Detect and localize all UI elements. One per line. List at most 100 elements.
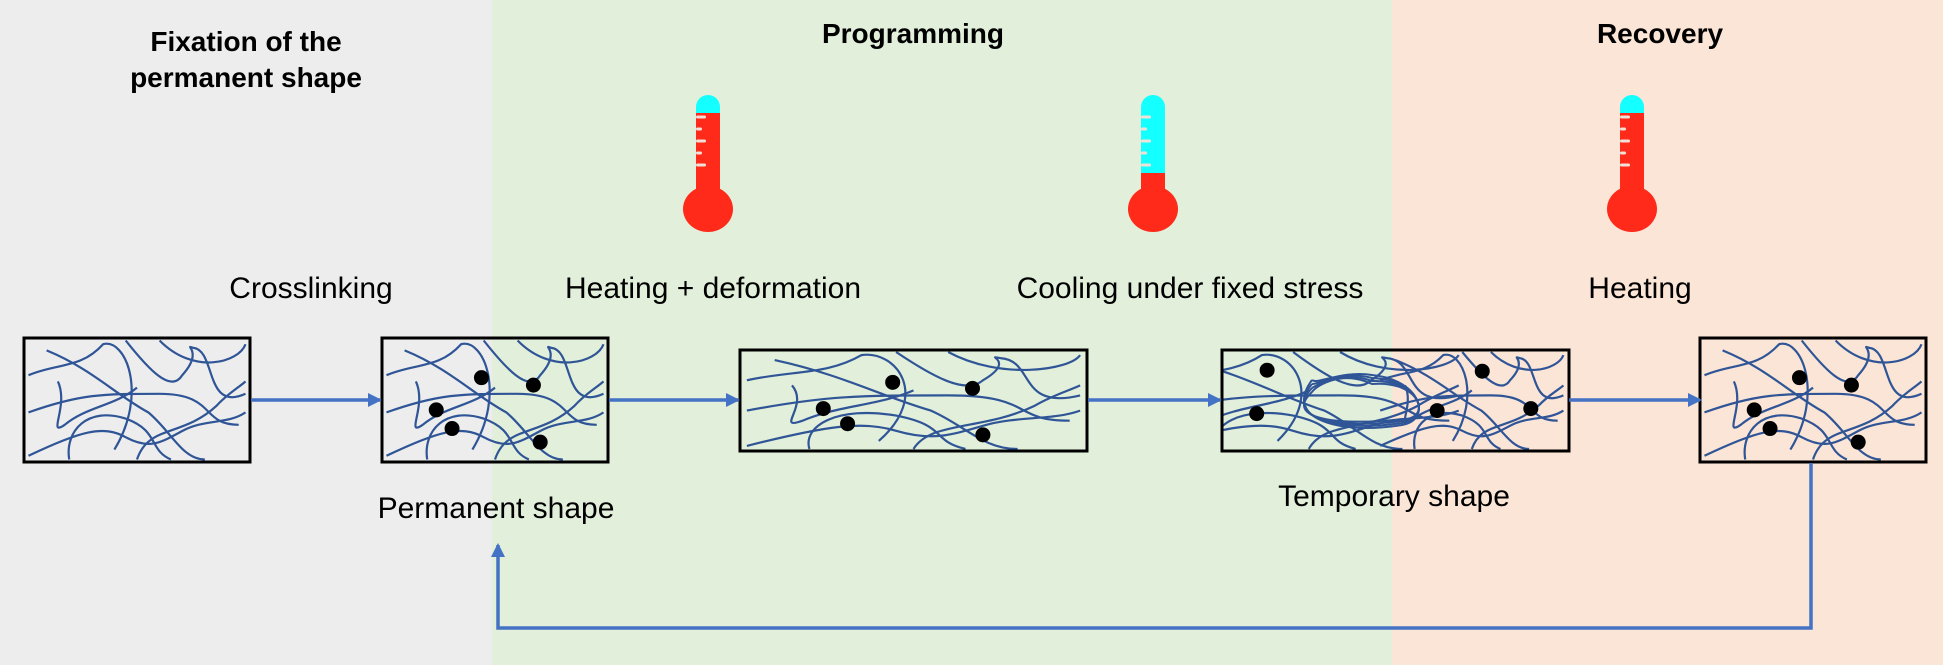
recovery-zone	[1392, 0, 1943, 665]
polymer-chain	[425, 414, 530, 461]
temporary-shape-network	[1220, 348, 1571, 453]
polymer-chain	[414, 380, 496, 429]
polymer-chain	[746, 394, 1070, 422]
polymer-chain	[1379, 353, 1469, 442]
polymer-chain	[67, 414, 172, 461]
crosslink-point	[1259, 362, 1275, 378]
polymer-chain	[1222, 353, 1303, 442]
polymer-chain	[124, 339, 246, 399]
fixation-zone	[0, 0, 492, 665]
polymer-chain	[1704, 411, 1923, 457]
crosslink-point	[1474, 363, 1490, 379]
uncrosslinked-network	[22, 336, 252, 464]
polymer-chain	[1222, 389, 1310, 417]
polymer-chain	[56, 380, 138, 429]
polymer-chain	[807, 411, 966, 451]
polymer-chain	[1470, 384, 1565, 450]
polymer-chain	[790, 384, 914, 424]
polymer-chains	[1704, 339, 1923, 461]
sample-box	[738, 348, 1089, 453]
thermometer-bulb	[1607, 186, 1657, 232]
polymer-chain	[1704, 342, 1809, 451]
polymer-chain	[1490, 351, 1565, 371]
polymer-chain	[386, 342, 491, 451]
polymer-chain	[1395, 359, 1530, 451]
polymer-chain	[482, 339, 604, 399]
thermometer-tick	[1141, 139, 1151, 143]
thermometer-tick	[1141, 151, 1147, 155]
thermometer-tick	[696, 163, 706, 167]
polymer-chain	[1339, 351, 1460, 371]
crosslink-point	[1762, 421, 1778, 437]
polymer-chain	[28, 392, 239, 426]
crosslink-point	[975, 427, 991, 443]
polymer-chain	[746, 409, 1081, 447]
polymer-chain	[1732, 380, 1814, 429]
polymer-chain	[1461, 351, 1564, 400]
thermometer-tick	[1620, 139, 1630, 143]
step-label-heating: Heating	[1588, 272, 1692, 305]
polymer-chain	[46, 349, 205, 461]
deformed-network	[738, 348, 1089, 453]
thermometer-tick	[1620, 151, 1626, 155]
crosslink-point	[815, 401, 831, 417]
thermometer-icon	[1128, 95, 1178, 232]
polymer-chain	[1704, 392, 1915, 426]
crosslink-point	[1850, 434, 1866, 450]
crosslink-point	[532, 434, 548, 450]
polymer-chain	[1303, 377, 1420, 423]
thermometer-tick	[1141, 115, 1151, 119]
thermometer-bulb	[683, 186, 733, 232]
crosslink-point	[1746, 402, 1762, 418]
polymer-chain	[947, 351, 1082, 372]
polymer-chain	[404, 349, 563, 461]
recovered-network	[1698, 336, 1928, 464]
thermometer-tick	[1141, 163, 1151, 167]
polymer-chain	[912, 384, 1081, 450]
crosslink-point	[1429, 403, 1445, 419]
fixation-title: Fixation of the permanent shape	[130, 24, 362, 97]
thermometer-icon	[1607, 95, 1657, 232]
crosslink-point	[1523, 401, 1539, 417]
polymer-chains	[386, 339, 605, 461]
polymer-chain	[135, 380, 247, 460]
thermometer-tick	[1620, 115, 1630, 119]
permanent-shape-network	[380, 336, 610, 464]
polymer-chain	[1834, 339, 1923, 364]
thermometer-tick	[1620, 163, 1630, 167]
polymer-chain	[386, 411, 605, 457]
thermometer-tick	[696, 151, 702, 155]
thermometer-bulb	[1128, 186, 1178, 232]
crosslink-point	[473, 370, 489, 386]
sample-box	[22, 336, 252, 464]
fixation-title-line2: permanent shape	[130, 62, 362, 94]
thermometer-icon	[683, 95, 733, 232]
arrow-feedback-loop	[491, 463, 1813, 630]
polymer-chain	[746, 353, 907, 442]
crosslink-point	[885, 374, 901, 390]
polymer-chain	[386, 392, 597, 426]
polymer-chain	[493, 380, 605, 460]
polymer-chain	[1413, 411, 1501, 451]
polymer-chain	[1811, 380, 1923, 460]
polymer-chain	[28, 342, 133, 451]
polymer-chain	[774, 359, 1018, 451]
permanent-shape-label: Permanent shape	[377, 492, 615, 525]
thermometer-tick	[696, 139, 706, 143]
sample-box	[380, 336, 610, 464]
crosslink-point	[1843, 377, 1859, 393]
polymer-chain	[1222, 411, 1356, 451]
crosslink-point	[525, 377, 541, 393]
thermometer-tick	[696, 127, 702, 131]
thermometer-tick	[696, 115, 706, 119]
temporary-shape-label: Temporary shape	[1278, 480, 1510, 513]
polymer-chain	[1379, 394, 1558, 422]
crosslink-point	[428, 402, 444, 418]
polymer-chain	[1292, 351, 1459, 400]
programming-zone	[492, 0, 1392, 665]
polymer-chain	[1722, 349, 1881, 461]
polymer-chain	[158, 339, 247, 364]
step-label-cooling: Cooling under fixed stress	[1016, 272, 1364, 305]
polymer-chain	[895, 351, 1081, 400]
